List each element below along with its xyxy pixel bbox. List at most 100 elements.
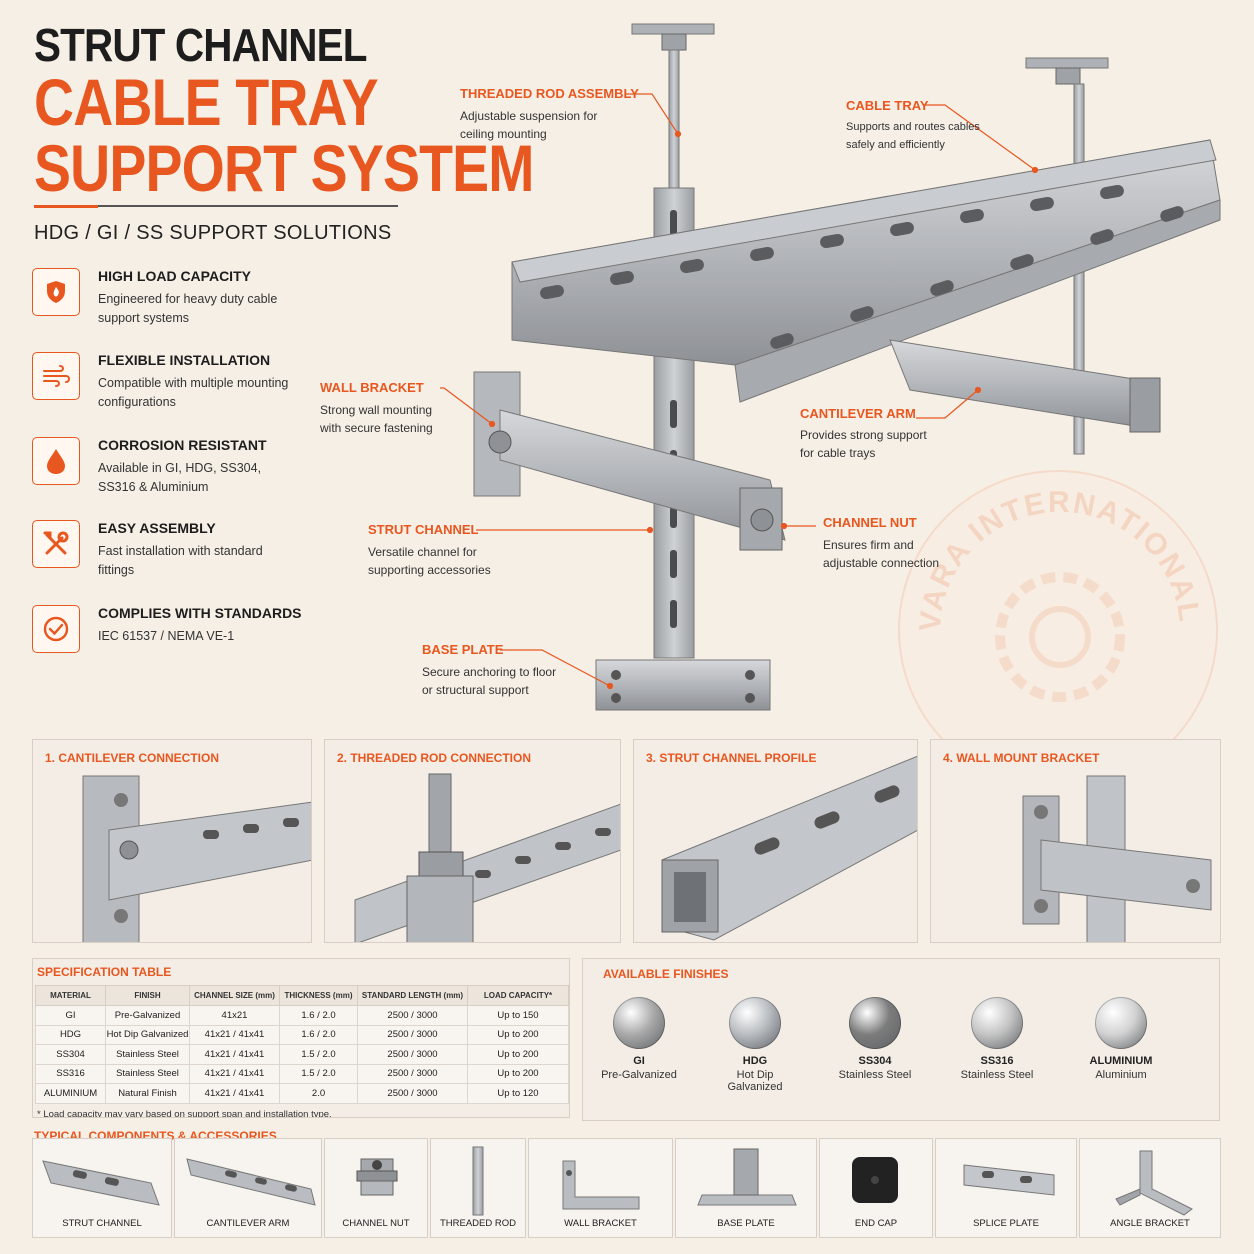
feature-desc: Available in GI, HDG, SS304, SS316 & Alu… [98, 461, 262, 494]
cell: 41x21 / 41x41 [189, 1083, 280, 1104]
cell: 41x21 [189, 1005, 280, 1026]
detail-panel-strut-profile: 3. STRUT CHANNEL PROFILE [633, 739, 918, 943]
component-label: CANTILEVER ARM [206, 1218, 290, 1229]
finish-swatch-aluminium [1095, 997, 1147, 1049]
feature-title: FLEXIBLE INSTALLATION [98, 352, 271, 368]
cell: SS316 [35, 1063, 106, 1084]
finish-swatch-hdg [729, 997, 781, 1049]
col-header: FINISH [105, 985, 190, 1006]
col-header: MATERIAL [35, 985, 106, 1006]
feature-high-load: HIGH LOAD CAPACITY Engineered for heavy … [32, 268, 362, 338]
col-header: THICKNESS (mm) [279, 985, 358, 1006]
panel-title: 2. THREADED ROD CONNECTION [337, 751, 532, 765]
title-underline [34, 205, 398, 208]
col-header: CHANNEL SIZE (mm) [189, 985, 280, 1006]
cell: HDG [35, 1024, 106, 1045]
component-channel-nut: CHANNEL NUT [324, 1138, 428, 1238]
table-header-row: MATERIAL FINISH CHANNEL SIZE (mm) THICKN… [35, 985, 569, 1006]
component-label: ANGLE BRACKET [1110, 1218, 1190, 1229]
detail-panel-cantilever: 1. CANTILEVER CONNECTION [32, 739, 312, 943]
cell: 2500 / 3000 [357, 1063, 468, 1084]
shield-icon [32, 268, 80, 316]
finish-name: GI [633, 1055, 645, 1067]
feature-title: CORROSION RESISTANT [98, 437, 267, 453]
component-label: END CAP [854, 1218, 898, 1229]
wind-icon [32, 352, 80, 400]
subtitle: HDG / GI / SS SUPPORT SOLUTIONS [34, 222, 392, 244]
cell: ALUMINIUM [35, 1083, 106, 1104]
cell: 1.5 / 2.0 [279, 1044, 358, 1065]
component-label: SPLICE PLATE [973, 1218, 1039, 1229]
tools-icon [32, 520, 80, 568]
component-label: BASE PLATE [717, 1218, 775, 1229]
finish-swatch-ss304 [849, 997, 901, 1049]
feature-title: EASY ASSEMBLY [98, 520, 216, 536]
col-header: STANDARD LENGTH (mm) [357, 985, 468, 1006]
callout-strut-channel-title: STRUT CHANNEL [368, 522, 479, 537]
cell: Up to 200 [467, 1063, 569, 1084]
callout-cable-tray-title: CABLE TRAY [846, 98, 929, 113]
detail-panel-threaded-rod: 2. THREADED ROD CONNECTION [324, 739, 621, 943]
cell: Hot Dip Galvanized [105, 1024, 190, 1045]
component-label: CHANNEL NUT [342, 1218, 410, 1229]
cell: Up to 200 [467, 1044, 569, 1065]
panel-title: 4. WALL MOUNT BRACKET [943, 751, 1100, 765]
component-label: WALL BRACKET [564, 1218, 637, 1229]
spec-table-panel: SPECIFICATION TABLE MATERIAL FINISH CHAN… [32, 958, 570, 1118]
cell: SS304 [35, 1044, 106, 1065]
finish-sub: Stainless Steel [960, 1069, 1034, 1081]
feature-desc: Engineered for heavy duty cable support … [98, 292, 278, 325]
cell: 1.5 / 2.0 [279, 1063, 358, 1084]
finish-name: SS304 [858, 1055, 892, 1067]
callout-wall-bracket-desc: Strong wall mounting with secure fasteni… [320, 403, 433, 435]
finish-name: HDG [742, 1055, 768, 1067]
cell: 1.6 / 2.0 [279, 1005, 358, 1026]
feature-title: COMPLIES WITH STANDARDS [98, 605, 302, 621]
callout-channel-nut-desc: Ensures firm and adjustable connection [823, 538, 940, 570]
component-cantilever-arm: CANTILEVER ARM [174, 1138, 322, 1238]
spec-table: MATERIAL FINISH CHANNEL SIZE (mm) THICKN… [35, 985, 569, 1104]
cell: 2500 / 3000 [357, 1024, 468, 1045]
cell: 1.6 / 2.0 [279, 1024, 358, 1045]
finishes-title: AVAILABLE FINISHES [603, 967, 729, 981]
check-icon [32, 605, 80, 653]
title-line-1: STRUT CHANNEL [34, 19, 368, 71]
callout-base-plate-title: BASE PLATE [422, 642, 504, 657]
cell: Up to 150 [467, 1005, 569, 1026]
feature-desc: Fast installation with standard fittings [98, 544, 263, 577]
cell: 41x21 / 41x41 [189, 1063, 280, 1084]
watermark-stamp: VARA INTERNATIONAL [898, 470, 1218, 790]
title-line-3: SUPPORT SYSTEM [34, 131, 534, 205]
cell: 41x21 / 41x41 [189, 1024, 280, 1045]
cell: Stainless Steel [105, 1044, 190, 1065]
callout-wall-bracket-title: WALL BRACKET [320, 380, 424, 395]
callout-channel-nut-title: CHANNEL NUT [823, 515, 917, 530]
detail-panel-wall-mount: 4. WALL MOUNT BRACKET [930, 739, 1221, 943]
finish-name: SS316 [980, 1055, 1014, 1067]
feature-title: HIGH LOAD CAPACITY [98, 268, 251, 284]
panel-title: 3. STRUT CHANNEL PROFILE [646, 751, 817, 765]
callout-cable-tray-desc: Supports and routes cables safely and ef… [846, 121, 980, 151]
feature-flexible: FLEXIBLE INSTALLATION Compatible with mu… [32, 352, 362, 422]
component-base-plate: BASE PLATE [675, 1138, 817, 1238]
cell: Up to 200 [467, 1024, 569, 1045]
callout-cantilever-arm-desc: Provides strong support for cable trays [800, 428, 927, 460]
feature-desc: IEC 61537 / NEMA VE-1 [98, 629, 235, 643]
component-label: STRUT CHANNEL [62, 1218, 142, 1229]
component-wall-bracket: WALL BRACKET [528, 1138, 673, 1238]
finish-sub: Stainless Steel [838, 1069, 912, 1081]
cell: Stainless Steel [105, 1063, 190, 1084]
cell: Natural Finish [105, 1083, 190, 1104]
drop-icon [32, 437, 80, 485]
component-end-cap: END CAP [819, 1138, 933, 1238]
cell: 2500 / 3000 [357, 1005, 468, 1026]
title-line-2: CABLE TRAY [34, 65, 379, 139]
cell: GI [35, 1005, 106, 1026]
component-angle-bracket: ANGLE BRACKET [1079, 1138, 1221, 1238]
feature-desc: Compatible with multiple mounting config… [98, 376, 289, 409]
finish-name: ALUMINIUM [1089, 1055, 1153, 1067]
